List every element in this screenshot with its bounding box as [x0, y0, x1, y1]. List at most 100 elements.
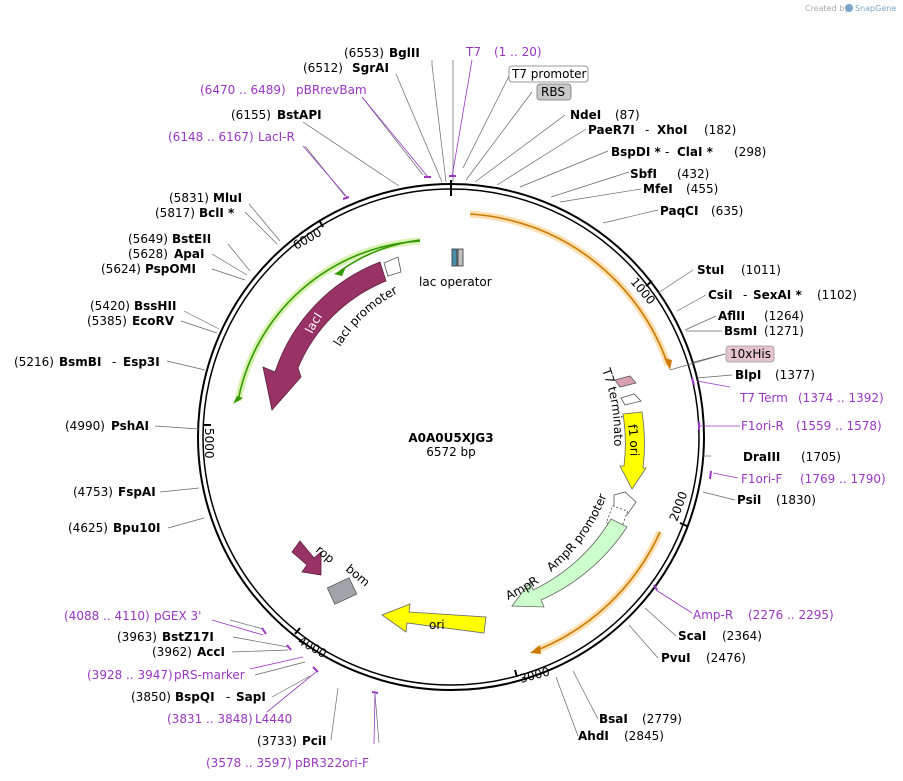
map-length: 6572 bp [426, 445, 476, 459]
site-name: SgrAI [352, 61, 389, 75]
site-pos: (1011) [741, 263, 781, 277]
site-pos: (87) [615, 108, 640, 122]
site-pos: (4625) [68, 521, 108, 535]
site-pos: (6512) [303, 61, 343, 75]
site-name: BsmI [724, 324, 757, 338]
site-pos: (3850) [131, 690, 171, 704]
credit-logo-text: SnapGene [855, 4, 896, 13]
site-pos: (5624) [101, 262, 141, 276]
tick-label-3000: 3000 [518, 664, 551, 685]
site-name: BstAPI [277, 108, 322, 122]
site-pos: (1377) [775, 368, 815, 382]
site-name: PvuI [661, 651, 691, 665]
site-name: BspQI [175, 690, 215, 704]
site-pos: (432) [677, 167, 709, 181]
site-pos: (4753) [73, 485, 113, 499]
site-name: BglII [389, 46, 420, 60]
orange-arc-2 [534, 531, 661, 652]
site-pos: (4990) [65, 419, 105, 433]
his-tag-box [725, 345, 775, 363]
site-pos: (3962) [152, 645, 192, 659]
site-pos: (3963) [117, 630, 157, 644]
site-name: BstEII [172, 232, 211, 246]
rbs-label: RBS [541, 85, 565, 99]
ori-label: ori [429, 618, 445, 632]
ampr-arrow [511, 518, 628, 608]
site-pos: (1264) [764, 309, 804, 323]
credit-text: Created by [805, 4, 849, 13]
site-name: AhdI [578, 729, 609, 743]
ori-arrow [381, 603, 487, 634]
site-pos: (5628) [128, 247, 168, 261]
site-sep: - [665, 145, 669, 159]
orange-arc-2-arrowhead [530, 645, 541, 654]
primer-name: pBRrevBam [296, 83, 367, 97]
primer-callout-lines [211, 59, 740, 745]
lacI-promoter-arrowhead [334, 267, 346, 276]
lac-operator-mark-2 [457, 248, 464, 267]
site-callout-lines [154, 60, 736, 744]
primer-name: pRS-marker [174, 668, 245, 682]
site-name: AccI [197, 645, 225, 659]
primer-range: (1 .. 20) [494, 45, 542, 59]
lacI-arc-arrowhead [233, 396, 243, 404]
orange-arc-1 [469, 213, 669, 366]
primer-range: (3578 .. 3597) [206, 756, 292, 770]
site-pos: (6553) [344, 46, 384, 60]
site-name: Bpu10I [113, 521, 160, 535]
site-name: AflII [718, 309, 745, 323]
site-sep: - [743, 288, 747, 302]
site-pos: (1102) [817, 288, 857, 302]
tick-label-4000: 4000 [296, 633, 329, 660]
site-name: BspDI * [611, 145, 661, 159]
site-pos: (1830) [776, 493, 816, 507]
primer-range: (2276 .. 2295) [748, 608, 834, 622]
lacI-promoter-arc [339, 239, 421, 272]
site-pos: (2779) [642, 712, 682, 726]
orange-arc-1-arrowhead [664, 358, 672, 370]
tick-label-2000: 2000 [667, 490, 691, 523]
tick-1000 [645, 280, 653, 287]
f1-ori-label: f1 ori [625, 423, 642, 456]
map-name: A0A0U5XJG3 [408, 431, 493, 445]
primer-name: LacI-R [258, 130, 295, 144]
site-pos: (5385) [87, 314, 127, 328]
primer-name: L4440 [255, 712, 292, 726]
site-pos: (5649) [128, 232, 168, 246]
primer-range: (4088 .. 4110) [64, 609, 150, 623]
site-name: Esp3I [123, 355, 160, 369]
site-name: ApaI [174, 247, 204, 261]
site-name: PciI [302, 734, 327, 748]
primer-range: (6148 .. 6167) [168, 130, 254, 144]
lacI-region-arc [237, 240, 421, 402]
site-pos: (1271) [764, 324, 804, 338]
tick-4000 [294, 627, 301, 635]
his-tag-label: 10xHis [730, 347, 771, 361]
site-pos: (298) [734, 145, 766, 159]
site-name: FspAI [118, 485, 156, 499]
site-name: CsiI [708, 288, 733, 302]
site-name: BsmBI [59, 355, 101, 369]
lac-operator-label: lac operator [419, 275, 492, 289]
primer-range: (3831 .. 3848) [167, 712, 253, 726]
site-name: PspOMI [145, 262, 196, 276]
t7-promoter-label: T7 promoter [511, 67, 587, 81]
site-name: ScaI [678, 629, 706, 643]
site-pos: (1705) [801, 450, 841, 464]
site-name: PaqCI [660, 204, 698, 218]
primer-marks [261, 175, 712, 694]
t7-terminator-box [614, 375, 637, 388]
primer-name: T7 [465, 45, 481, 59]
site-pos: (5817) [155, 206, 195, 220]
snapgene-logo-icon [845, 4, 853, 12]
rop-arrow [291, 540, 322, 576]
site-name: BclI * [199, 206, 235, 220]
site-name: PshAI [111, 419, 149, 433]
site-pos: (5216) [14, 355, 54, 369]
site-name: StuI [697, 263, 724, 277]
primer-range: (6470 .. 6489) [200, 83, 286, 97]
lacI-promoter-box [383, 256, 402, 277]
site-name: XhoI [657, 123, 688, 137]
primer-range: (1559 .. 1578) [796, 419, 882, 433]
